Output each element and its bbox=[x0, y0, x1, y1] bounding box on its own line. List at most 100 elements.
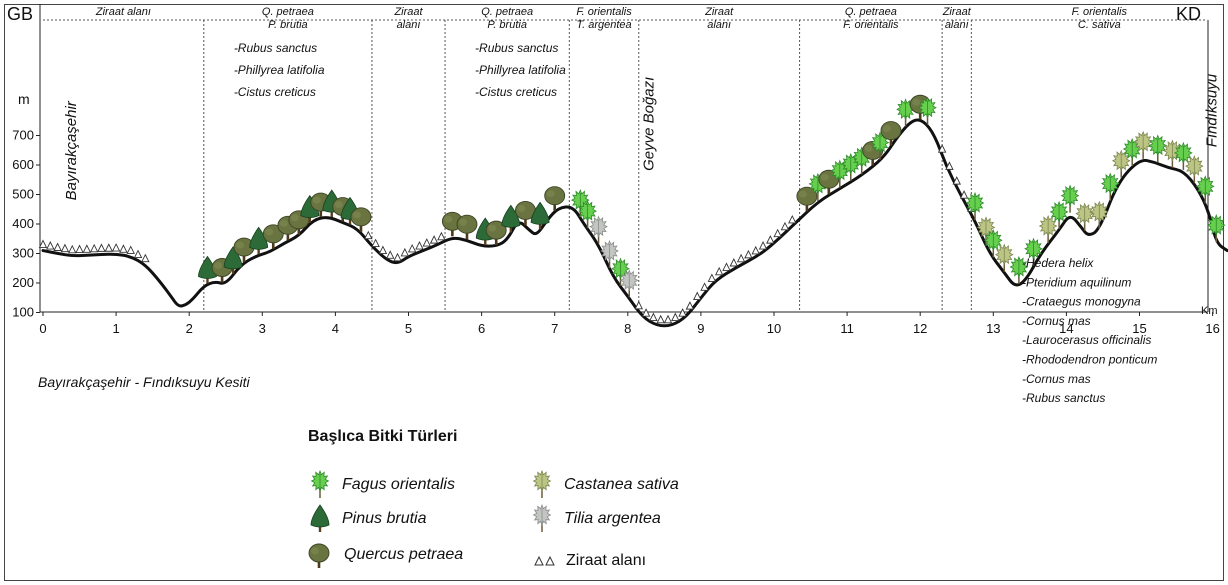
ziraat-triangle bbox=[773, 228, 782, 238]
ziraat-triangle bbox=[685, 301, 695, 310]
y-axis-title: m bbox=[18, 91, 30, 107]
zone-label: C. sativa bbox=[1078, 19, 1121, 31]
understory-species: -Rubus sanctus bbox=[1022, 391, 1105, 405]
ziraat-triangle bbox=[97, 243, 106, 252]
place-label: Fındıksuyu bbox=[1203, 73, 1220, 147]
legend-label-pinus: Pinus brutia bbox=[342, 510, 427, 527]
x-tick-label: 3 bbox=[259, 321, 266, 336]
ziraat-triangle bbox=[82, 244, 92, 253]
understory-species: -Cornus mas bbox=[1022, 314, 1091, 328]
understory-species: -Cistus creticus bbox=[475, 85, 557, 99]
place-label: Bayırakçaşehir bbox=[63, 100, 80, 200]
ziraat-triangle bbox=[945, 161, 954, 170]
ziraat-triangle bbox=[788, 214, 797, 224]
ziraat-triangle bbox=[60, 243, 70, 253]
zone-label: alanı bbox=[397, 19, 421, 31]
ziraat-triangle bbox=[700, 282, 709, 291]
tilia-tree bbox=[589, 215, 608, 245]
zone-label: Ziraat alanı bbox=[95, 6, 151, 18]
ziraat-triangle bbox=[641, 308, 651, 317]
zone-label: alanı bbox=[945, 19, 969, 31]
zone-label: Q. petraea bbox=[481, 6, 533, 18]
ziraat-triangle bbox=[656, 314, 665, 324]
ziraat-triangle bbox=[422, 238, 432, 247]
x-tick-label: 7 bbox=[551, 321, 558, 336]
ziraat-triangle bbox=[751, 245, 760, 255]
place-label: Geyve Boğazı bbox=[640, 77, 657, 171]
zone-label: P. brutia bbox=[268, 19, 308, 31]
ziraat-triangle bbox=[133, 249, 143, 259]
ziraat-triangle bbox=[111, 243, 121, 252]
ziraat-triangle bbox=[385, 250, 395, 259]
x-tick-label: 5 bbox=[405, 321, 412, 336]
x-tick-label: 4 bbox=[332, 321, 339, 336]
castanea-tree bbox=[1038, 215, 1058, 244]
ziraat-triangle bbox=[671, 312, 680, 322]
x-tick-label: 2 bbox=[186, 321, 193, 336]
x-tick-label: 1 bbox=[112, 321, 119, 336]
castanea-tree bbox=[1090, 201, 1109, 230]
zone-label: T. argentea bbox=[576, 19, 631, 31]
x-tick-label: 0 bbox=[39, 321, 46, 336]
zone-label: F. orientalis bbox=[1072, 6, 1128, 18]
legend-label-fagus: Fagus orientalis bbox=[342, 476, 455, 493]
fagus-tree bbox=[1196, 175, 1215, 205]
x-tick-label: 8 bbox=[624, 321, 631, 336]
corner-label-right: KD bbox=[1176, 4, 1201, 24]
understory-species: -Rubus sanctus bbox=[475, 41, 558, 55]
section-caption: Bayırakçaşehir - Fındıksuyu Kesiti bbox=[38, 374, 250, 390]
ziraat-triangle bbox=[364, 230, 373, 240]
zone-label: Ziraat bbox=[393, 6, 423, 18]
x-tick-label: 6 bbox=[478, 321, 485, 336]
terrain-line bbox=[41, 118, 1228, 328]
x-tick-label: 16 bbox=[1205, 321, 1219, 336]
x-tick-label: 10 bbox=[767, 321, 781, 336]
zone-label: Ziraat bbox=[942, 6, 972, 18]
x-axis-title: Km bbox=[1201, 305, 1218, 317]
ziraat-triangle bbox=[707, 273, 717, 282]
legend-label-castanea: Castanea sativa bbox=[564, 476, 679, 493]
understory-species: -Pteridium aquilinum bbox=[1022, 275, 1131, 289]
ziraat-triangle bbox=[68, 244, 77, 254]
understory-species: -Phillyrea latifolia bbox=[234, 63, 325, 77]
ziraat-triangle bbox=[663, 314, 673, 324]
ziraat-triangle bbox=[371, 238, 380, 248]
y-tick-label: 600 bbox=[12, 157, 34, 172]
y-tick-label: 500 bbox=[12, 187, 34, 202]
ziraat-triangle bbox=[678, 308, 687, 317]
legend-title: Başlıca Bitki Türleri bbox=[308, 428, 458, 445]
castanea-tree bbox=[1075, 202, 1094, 232]
y-tick-label: 400 bbox=[12, 216, 34, 231]
ziraat-triangle bbox=[400, 247, 410, 257]
understory-species: -Phillyrea latifolia bbox=[475, 63, 566, 77]
ziraat-triangle bbox=[407, 243, 417, 253]
terrain-profile bbox=[41, 118, 1228, 328]
tilia-tree-icon bbox=[532, 504, 552, 533]
section-dividers bbox=[43, 19, 1205, 312]
zone-label: F. orientalis bbox=[843, 19, 899, 31]
legend-item-ziraat: Ziraat alanı bbox=[532, 552, 646, 570]
ziraat-triangle bbox=[744, 249, 753, 259]
y-tick-label: 200 bbox=[12, 275, 34, 290]
x-tick-label: 11 bbox=[840, 321, 854, 336]
ziraat-triangle bbox=[693, 291, 702, 300]
fagus-tree bbox=[1101, 172, 1120, 202]
y-tick-label: 300 bbox=[12, 246, 34, 261]
vegetation-symbols bbox=[38, 94, 1226, 324]
ziraat-triangle bbox=[126, 245, 135, 254]
quercus-tree bbox=[456, 214, 478, 240]
understory-species: -Laurocerasus officinalis bbox=[1022, 333, 1151, 347]
corner-label-left: GB bbox=[7, 4, 33, 24]
zone-label: Ziraat bbox=[704, 6, 734, 18]
ziraat-triangle bbox=[714, 266, 724, 276]
castanea-tree-icon bbox=[532, 470, 552, 499]
ziraat-triangle bbox=[393, 252, 402, 262]
understory-species: -Cornus mas bbox=[1022, 372, 1091, 386]
ziraat-triangle bbox=[780, 221, 790, 231]
understory-species: -Crataegus monogyna bbox=[1022, 295, 1141, 309]
zone-label: P. brutia bbox=[487, 19, 527, 31]
